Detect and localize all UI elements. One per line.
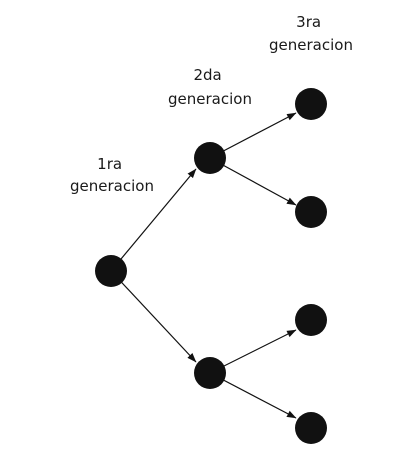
gen2-label-line1: 2da [193, 66, 221, 84]
gen3-label: 3ra generacion [269, 13, 353, 54]
edges [110, 112, 297, 419]
node-gen2-top [194, 142, 226, 174]
gen3-label-line2: generacion [269, 36, 353, 54]
gen1-label-line2: generacion [70, 177, 154, 195]
gen2-label: 2da generacion [168, 66, 252, 108]
node-gen3-c [295, 304, 327, 336]
node-gen3-d [295, 412, 327, 444]
edge-gen2-bottom-to-gen3-d [209, 372, 297, 419]
gen2-label-line2: generacion [168, 90, 252, 108]
edge-root-to-gen2-top [110, 168, 197, 272]
node-root [95, 255, 127, 287]
edge-gen2-top-to-gen3-a [209, 112, 297, 159]
gen1-label: 1ra generacion [70, 155, 154, 195]
node-gen2-bottom [194, 357, 226, 389]
node-gen3-b [295, 196, 327, 228]
gen1-label-line1: 1ra [97, 155, 122, 173]
edge-gen2-top-to-gen3-b [209, 157, 297, 206]
nodes [95, 88, 327, 444]
gen3-label-line1: 3ra [296, 13, 321, 31]
edge-gen2-bottom-to-gen3-c [209, 329, 297, 374]
node-gen3-a [295, 88, 327, 120]
edge-root-to-gen2-bottom [110, 270, 197, 363]
